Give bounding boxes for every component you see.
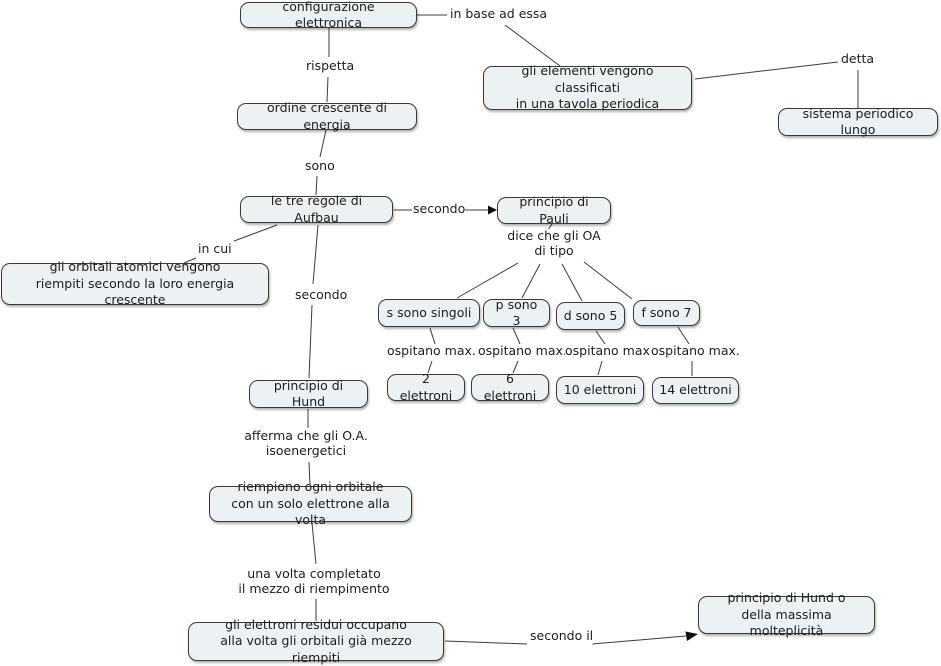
edge-p-ospitano <box>512 327 521 345</box>
edge-f-ospitano <box>677 326 690 345</box>
edge-s-ospitano <box>429 327 436 345</box>
node-riempiono[interactable]: riempiono ogni orbitale con un solo elet… <box>209 479 412 527</box>
label-una-volta: una volta completato il mezzo di riempim… <box>234 566 394 597</box>
label-ospitano-max-4: ospitano max. <box>651 343 740 359</box>
edge-secondo2-hund <box>308 304 313 379</box>
edge-afferma-riempiono <box>308 461 311 486</box>
edge-aufbau-incui <box>233 224 278 242</box>
edge-sono-aufbau <box>315 175 318 196</box>
edge-ospitano-e10 <box>597 360 603 376</box>
label-detta: detta <box>841 51 875 67</box>
node-hund-molteplicita[interactable]: principio di Hund o della massima moltep… <box>698 590 875 638</box>
edge-rispetta-ordine <box>326 76 329 103</box>
node-elementi[interactable]: gli elementi vengono classificati in una… <box>483 63 692 111</box>
label-rispetta: rispetta <box>306 58 355 74</box>
node-d-5[interactable]: d sono 5 <box>556 302 625 330</box>
arrowhead-pauli <box>488 205 497 215</box>
edge-dice-f <box>583 261 633 300</box>
arrowhead-hund2 <box>685 631 698 641</box>
node-configurazione[interactable]: configurazione elettronica <box>240 0 417 30</box>
label-secondo-pauli: secondo <box>413 201 466 217</box>
label-in-base-ad-essa: in base ad essa <box>450 6 548 22</box>
label-afferma: afferma che gli O.A. isoenergetici <box>236 428 376 459</box>
node-aufbau[interactable]: le tre regole di Aufbau <box>240 193 393 225</box>
edge-dice-s <box>456 262 519 299</box>
edge-d-ospitano <box>595 330 606 345</box>
node-orbitali-atomici[interactable]: gli orbitali atomici vengono riempiti se… <box>1 259 269 307</box>
node-10-elettroni[interactable]: 10 elettroni <box>556 376 644 404</box>
edge-residui-secondoil <box>444 640 528 645</box>
label-ospitano-max-2: ospitano max. <box>478 343 567 359</box>
node-hund[interactable]: principio di Hund <box>249 378 368 409</box>
label-dice-che: dice che gli OA di tipo <box>504 228 604 259</box>
edge-inbase-elementi <box>504 24 561 67</box>
edge-incui-orbitali <box>183 257 197 264</box>
edge-dice-d <box>561 263 583 302</box>
node-ordine[interactable]: ordine crescente di energia <box>237 100 417 132</box>
edge-riempiono-unavolta <box>311 522 317 565</box>
edge-aufbau-secondo2 <box>312 224 319 285</box>
edge-ospitano-e6 <box>512 360 519 374</box>
node-14-elettroni[interactable]: 14 elettroni <box>652 377 739 404</box>
label-ospitano-max-3: ospitano max. <box>565 343 654 359</box>
node-f-7[interactable]: f sono 7 <box>633 300 700 326</box>
label-secondo-il: secondo il <box>530 628 594 644</box>
node-6-elettroni[interactable]: 6 elettroni <box>471 371 549 403</box>
node-2-elettroni[interactable]: 2 elettroni <box>387 371 465 403</box>
node-pauli[interactable]: principio di Pauli <box>497 194 611 226</box>
label-in-cui: in cui <box>198 241 232 257</box>
node-s-singoli[interactable]: s sono singoli <box>378 299 480 327</box>
label-sono: sono <box>305 158 335 174</box>
node-residui[interactable]: gli elettroni residui occupano alla volt… <box>188 617 444 665</box>
edge-dice-p <box>521 263 541 299</box>
node-sistema-periodico[interactable]: sistema periodico lungo <box>778 106 938 137</box>
edge-secondoil-hund2 <box>591 635 687 645</box>
label-ospitano-max-1: ospitano max. <box>387 343 476 359</box>
edge-ospitano-e2 <box>427 360 433 374</box>
label-secondo-hund: secondo <box>295 287 348 303</box>
edge-elementi-detta <box>694 61 839 80</box>
node-p-3[interactable]: p sono 3 <box>483 297 550 328</box>
edge-ordine-sono <box>319 129 327 158</box>
